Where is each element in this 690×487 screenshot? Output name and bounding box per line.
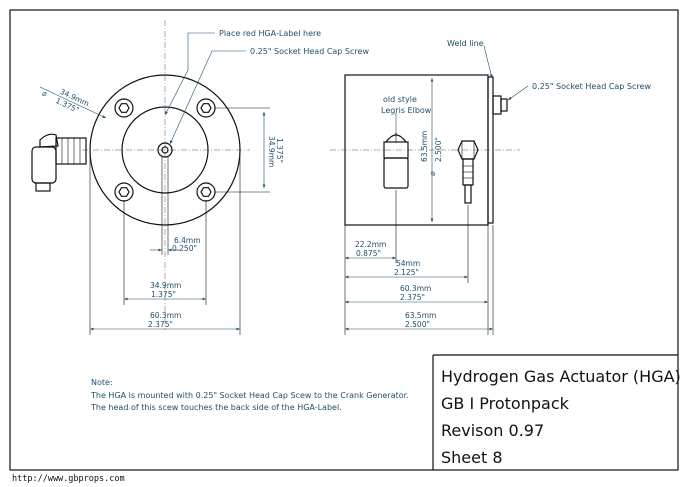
dim-d1-in: 0.875" <box>356 249 381 258</box>
footer-url: http://www.gbprops.com <box>12 474 125 484</box>
revision-text: Revison 0.97 <box>441 421 544 440</box>
bolt-bottom-left <box>114 182 134 202</box>
dim-height-mm: 63.5mm <box>420 131 429 162</box>
title-block: Hydrogen Gas Actuator (HGA) GB I Protonp… <box>432 354 681 470</box>
dim-d2-mm: 54mm <box>396 259 420 268</box>
dim-center-mm: 6.4mm <box>174 236 201 245</box>
dim-dia-symbol-front: ⌀ <box>42 89 47 98</box>
dim-d3-in: 2.375" <box>400 293 425 302</box>
bolt-top-left <box>114 98 134 118</box>
center-screw-hole <box>157 142 173 158</box>
dim-d2-in: 2.125" <box>394 268 419 277</box>
note-heading: Note: <box>91 378 113 387</box>
callout-elbow-2: Legris Elbow <box>381 106 432 115</box>
elbow-fitting-left <box>383 134 409 189</box>
note-block: Note: The HGA is mounted with 0.25" Sock… <box>90 378 409 412</box>
dim-bolt-vert-in: 1.375" <box>275 138 284 163</box>
callout-hga-label: Place red HGA-Label here <box>219 29 321 38</box>
dim-height-in: 2.500" <box>434 137 443 162</box>
dim-d3-mm: 60.3mm <box>400 284 431 293</box>
side-view: Weld line 0.25" Socket Head Cap Screw ol… <box>330 39 651 335</box>
note-line-2: The head of this scew touches the back s… <box>90 403 342 412</box>
callout-weld-line: Weld line <box>447 39 484 48</box>
callout-screw-side: 0.25" Socket Head Cap Screw <box>532 82 651 91</box>
dim-d1-mm: 22.2mm <box>355 240 386 249</box>
sheet-text: Sheet 8 <box>441 448 503 467</box>
elbow-fitting-front <box>31 133 87 192</box>
dim-bolt-vert-mm: 34.9mm <box>267 136 276 167</box>
dim-bolt-horiz-mm: 34.9mm <box>150 281 181 290</box>
front-view: Place red HGA-Label here 0.25" Socket He… <box>31 20 369 335</box>
fitting-right <box>457 140 479 204</box>
callout-screw-front: 0.25" Socket Head Cap Screw <box>250 47 369 56</box>
dim-bolt-horiz-in: 1.375" <box>151 290 176 299</box>
dim-d4-in: 2.500" <box>405 320 430 329</box>
note-line-1: The HGA is mounted with 0.25" Socket Hea… <box>90 391 409 400</box>
dim-overall-mm: 60.3mm <box>150 311 181 320</box>
dim-d4-mm: 63.5mm <box>405 311 436 320</box>
drawing-frame <box>9 9 679 471</box>
inner-boss <box>121 106 209 194</box>
dim-center-in: 0.250" <box>172 244 197 253</box>
title-text: Hydrogen Gas Actuator (HGA) <box>441 367 681 386</box>
project-text: GB I Protonpack <box>441 394 570 413</box>
dim-overall-in: 2.375" <box>148 320 173 329</box>
bolt-bottom-right <box>196 182 216 202</box>
callout-elbow-1: old style <box>383 95 417 104</box>
bolt-top-right <box>196 98 216 118</box>
dim-dia-symbol-side: ⌀ <box>428 171 437 176</box>
